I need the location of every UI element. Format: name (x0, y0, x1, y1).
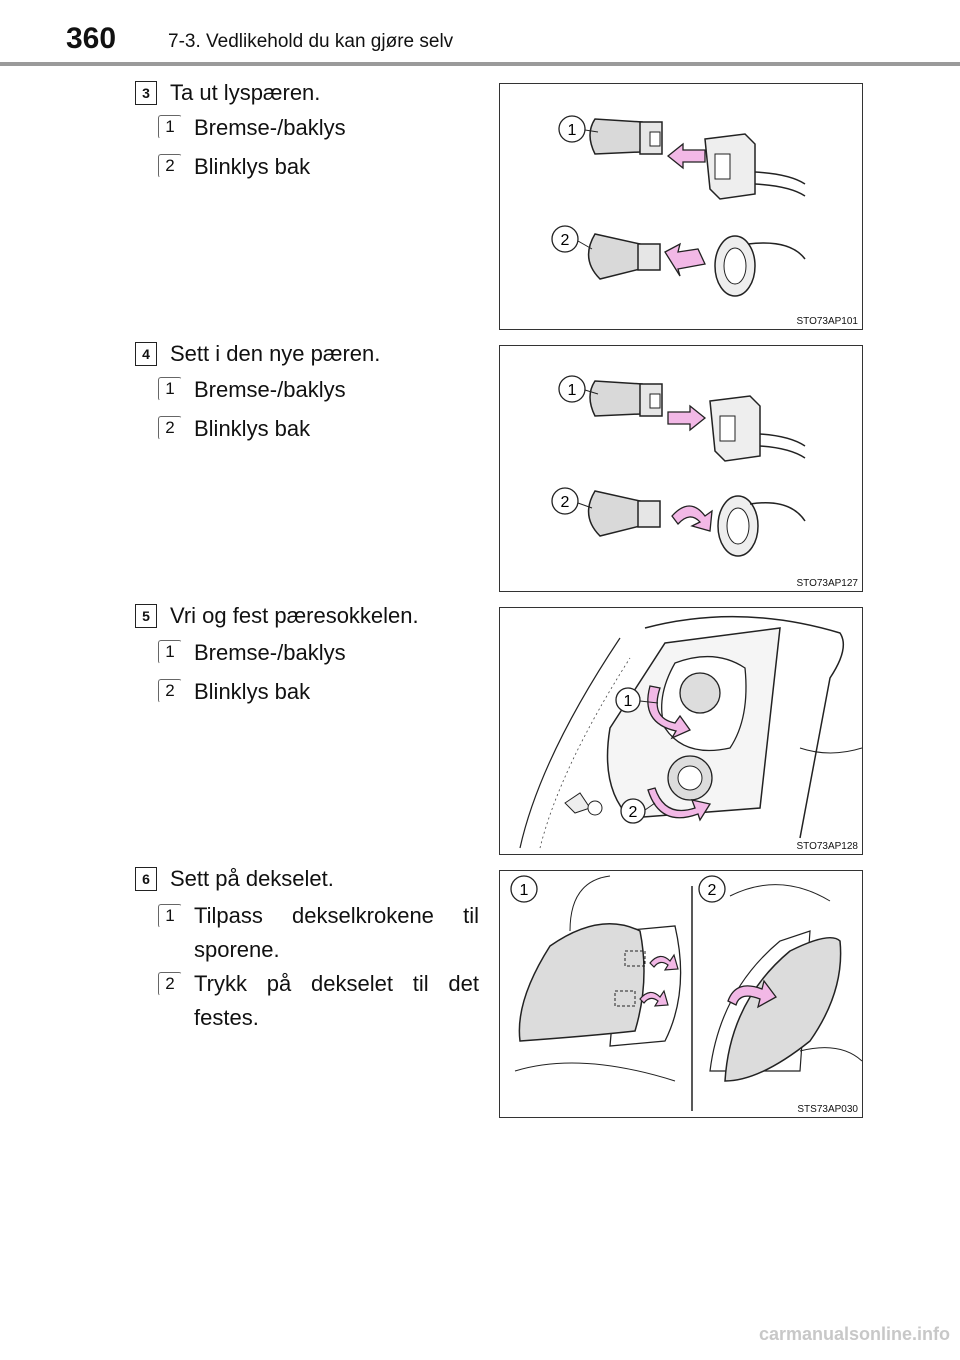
figure-remove-bulb: 1 2 STO73AP101 (499, 83, 863, 330)
sub-item-number: 2 (158, 154, 182, 178)
sub-item-text: Blinklys bak (194, 679, 311, 704)
cover-refit-illustration: 1 2 (510, 875, 862, 1111)
page-header: 360 7-3. Vedlikehold du kan gjøre selv (0, 0, 960, 70)
callout-1: 1 (624, 693, 633, 710)
figure-code: STS73AP030 (797, 1104, 858, 1115)
figure-insert-bulb: 1 2 STO73AP127 (499, 345, 863, 592)
figure-code: STO73AP128 (796, 841, 858, 852)
sub-item-number: 2 (158, 972, 182, 996)
step-number-badge: 4 (135, 342, 157, 366)
watermark: carmanualsonline.info (758, 1324, 950, 1344)
bulb-removal-illustration: 1 2 (551, 115, 806, 297)
figure-refit-cover: 1 2 STS73AP030 (499, 870, 863, 1118)
figure-code: STO73AP101 (796, 316, 858, 327)
callout-2: 2 (561, 494, 570, 511)
sub-item-number: 1 (158, 640, 182, 664)
lamp-housing-illustration: 1 2 (519, 615, 862, 849)
callout-2: 2 (561, 232, 570, 249)
step-instruction: Sett i den nye pæren. (170, 341, 381, 366)
callout-2: 2 (708, 882, 717, 899)
sub-item-text: Blinklys bak (194, 154, 311, 179)
page-number: 360 (66, 22, 117, 55)
callout-2: 2 (629, 804, 638, 821)
sub-item-text: Bremse-/baklys (194, 377, 346, 402)
step-number-badge: 6 (135, 867, 157, 891)
sub-item-text: Bremse-/baklys (194, 640, 346, 665)
figure-twist-socket: 1 2 STO73AP128 (499, 607, 863, 855)
sub-item-text: Tilpass dekselkrokene til sporene. (194, 903, 479, 962)
figure-code: STO73AP127 (796, 578, 858, 589)
step-instruction: Ta ut lyspæren. (170, 80, 321, 105)
sub-item-text: Blinklys bak (194, 416, 311, 441)
bulb-insert-illustration: 1 2 (551, 375, 806, 557)
step-number-badge: 3 (135, 81, 157, 105)
callout-1: 1 (568, 122, 577, 139)
callout-1: 1 (520, 882, 529, 899)
sub-item-number: 1 (158, 377, 182, 401)
callout-1: 1 (568, 382, 577, 399)
sub-item-number: 1 (158, 115, 182, 139)
step-instruction: Vri og fest pæresokkelen. (170, 603, 419, 628)
step-instruction: Sett på dekselet. (170, 866, 334, 891)
step-number-badge: 5 (135, 604, 157, 628)
section-title: 7-3. Vedlikehold du kan gjøre selv (168, 31, 454, 52)
sub-item-text: Trykk på dekselet til det festes. (194, 971, 479, 1030)
sub-item-number: 2 (158, 416, 182, 440)
header-rule (0, 62, 960, 66)
sub-item-number: 1 (158, 904, 182, 928)
sub-item-text: Bremse-/baklys (194, 115, 346, 140)
sub-item-number: 2 (158, 679, 182, 703)
